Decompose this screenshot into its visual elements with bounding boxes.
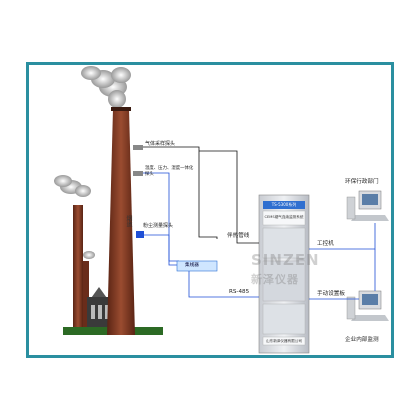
junction-box-label: 集线器 <box>185 263 199 268</box>
cabinet-system: CEMS烟气连续监测系统 <box>264 215 304 219</box>
temp-probe-label: 温度、压力、湿度一体化探头 <box>145 166 194 177</box>
diagram-frame: 烟道 气体采样探头 温度、压力、湿度一体化探头 粉尘测量探头 集线器 伴热管线 … <box>26 62 394 358</box>
heat-pipe-label: 伴热管线 <box>227 233 250 239</box>
chimney-label: 烟道 <box>125 215 132 227</box>
dust-probe-label: 粉尘测量探头 <box>143 223 174 229</box>
computer-env <box>346 190 389 221</box>
heat-pipe-line <box>143 146 218 239</box>
temp-probe-line <box>143 172 179 262</box>
cems-cabinet <box>258 194 310 354</box>
internal-monitor-label: 企业内部监测 <box>345 337 379 343</box>
ipc-label: 工控机 <box>317 241 334 247</box>
smoke-plume <box>54 66 131 259</box>
rs485-line <box>188 271 259 298</box>
probes <box>133 145 144 238</box>
cabinet-brand: TS-5300系列 <box>263 201 305 208</box>
cabinet-company: 山东新泽仪器有限公司 <box>266 339 302 343</box>
computer-internal <box>346 290 389 321</box>
manual-panel-label: 手动设置板 <box>317 291 345 297</box>
dust-probe-line <box>144 234 179 266</box>
env-dept-label: 环保行政部门 <box>345 179 379 185</box>
gas-probe-label: 气体采样探头 <box>145 141 176 147</box>
junction-box <box>176 260 218 272</box>
main-chimney <box>107 107 135 335</box>
cems-diagram-svg <box>54 66 389 354</box>
rs485-label: RS-485 <box>229 289 250 295</box>
heat-pipe-to-cabinet <box>199 150 259 244</box>
